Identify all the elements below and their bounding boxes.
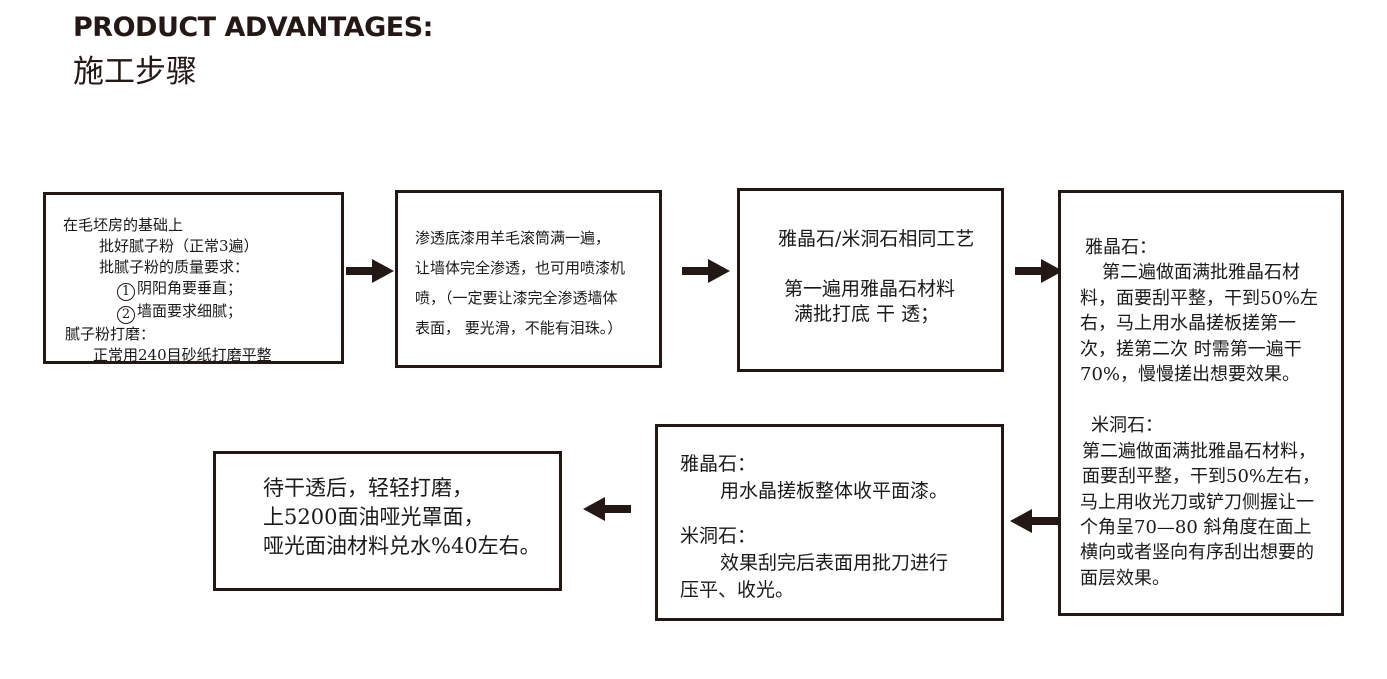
- step-6-line: 待干透后，轻轻打磨，: [263, 476, 473, 500]
- step-1-line: 在毛坯房的基础上: [63, 216, 184, 234]
- arrow-left-icon: [583, 497, 631, 521]
- step-2-line: 让墙体完全渗透，也可用喷漆机: [415, 259, 626, 277]
- step-5-line: 雅晶石：: [680, 453, 757, 475]
- step-2-line: 渗透底漆用羊毛滚筒满一遍，: [415, 229, 611, 247]
- arrow-right-icon: [346, 259, 394, 283]
- step-4-line: 面层效果。: [1080, 567, 1170, 589]
- step-1-line: 正常用240目砂纸打磨平整: [93, 346, 272, 364]
- step-4-line: 70%，慢慢搓出想要效果。: [1080, 364, 1301, 386]
- step-4-line: 右，马上用水晶搓板搓第一: [1080, 313, 1296, 335]
- step-1-line: 批腻子粉的质量要求：: [99, 258, 250, 276]
- step-5-line: 米洞石：: [680, 525, 757, 547]
- step-5-line: 压平、收光。: [680, 579, 795, 601]
- step-1-requirement: 阴阳角要垂直；: [137, 279, 243, 297]
- arrow-right-icon: [1015, 259, 1063, 283]
- step-6-line: 哑光面油材料兑水%40左右。: [263, 534, 541, 558]
- arrow-right-icon: [682, 259, 730, 283]
- step-4-line: 面要刮平整，干到50%左右，: [1082, 466, 1321, 488]
- step-6-box: 待干透后，轻轻打磨， 上5200面油哑光罩面， 哑光面油材料兑水%40左右。: [213, 451, 562, 591]
- step-1-line: 批好腻子粉（正常3遍）: [99, 237, 259, 255]
- step-3-line: 第一遍用雅晶石材料: [784, 278, 956, 300]
- step-4-line: 个角呈70—80 斜角度在面上: [1080, 517, 1312, 539]
- step-4-line: 料，面要刮平整，干到50%左: [1080, 287, 1319, 309]
- page-title-cn: 施工步骤: [73, 54, 197, 90]
- step-4-line: 横向或者竖向有序刮出想要的: [1080, 542, 1314, 564]
- step-4-line: 雅晶石：: [1085, 237, 1157, 258]
- step-1-line: 腻子粉打磨：: [65, 325, 156, 343]
- step-5-line: 用水晶搓板整体收平面漆。: [720, 480, 949, 502]
- step-2-box: 渗透底漆用羊毛滚筒满一遍， 让墙体完全渗透，也可用喷漆机 喷，（一定要让漆完全渗…: [395, 190, 662, 368]
- step-5-box: 雅晶石： 用水晶搓板整体收平面漆。 米洞石： 效果刮完后表面用批刀进行 压平、收…: [655, 424, 1004, 621]
- page-title-en: PRODUCT ADVANTAGES:: [73, 12, 433, 43]
- circled-number-marker: 1: [117, 283, 135, 301]
- step-2-line: 喷，（一定要让漆完全渗透墙体: [415, 289, 618, 307]
- step-3-line: 雅晶石/米洞石相同工艺: [778, 228, 975, 250]
- step-1-requirement: 墙面要求细腻；: [137, 302, 243, 320]
- step-4-line: 第二遍做面满批雅晶石材料，: [1082, 440, 1316, 462]
- step-5-line: 效果刮完后表面用批刀进行: [720, 552, 949, 574]
- circled-number-marker: 2: [117, 306, 135, 324]
- step-3-box: 雅晶石/米洞石相同工艺 第一遍用雅晶石材料 满批打底 干 透；: [737, 188, 1004, 372]
- step-4-box: 雅晶石： 第二遍做面满批雅晶石材 料，面要刮平整，干到50%左 右，马上用水晶搓…: [1058, 190, 1344, 616]
- step-4-line: 马上用收光刀或铲刀侧握让一: [1080, 491, 1314, 513]
- arrow-left-icon: [1010, 509, 1058, 533]
- step-2-line: 表面， 要光滑，不能有泪珠。）: [415, 319, 623, 337]
- step-4-line: 米洞石：: [1091, 415, 1163, 437]
- step-6-line: 上5200面油哑光罩面，: [263, 505, 485, 529]
- step-4-line: 次，搓第二次 时需第一遍干: [1080, 338, 1302, 360]
- step-3-line: 满批打底 干 透；: [794, 303, 940, 325]
- step-4-line: 第二遍做面满批雅晶石材: [1102, 262, 1300, 284]
